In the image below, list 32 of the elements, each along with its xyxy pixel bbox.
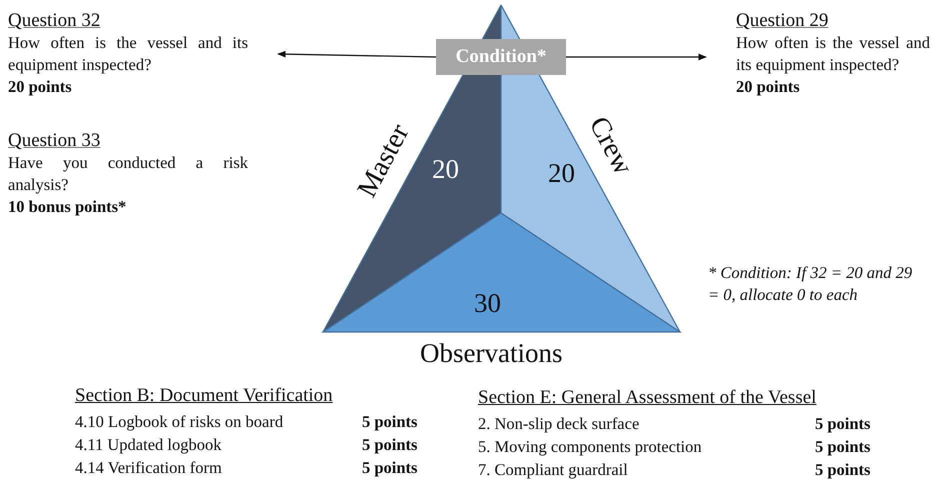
question-text: How often is the vessel and its equipment inspected? [736,32,930,76]
score-number: 20 [432,154,459,185]
footnote-text: * Condition: If 32 = 20 and 29 = 0, allocate 0 to each [708,262,914,306]
question-text: Have you conducted a risk analysis? [8,152,248,196]
points-text: 5 points [815,460,870,480]
question-heading: Question 32 [8,10,102,32]
points-text: 10 bonus points* [8,196,128,218]
item-text: 5. Moving components protection [478,437,702,457]
side-label: Crew [582,112,639,180]
item-text: 4.11 Updated logbook [75,435,222,455]
question-heading: Question 29 [736,10,830,32]
condition-box: Condition* [436,39,566,75]
points-text: 20 points [736,76,801,98]
score-number: 30 [474,288,501,319]
score-number: 20 [548,158,575,189]
points-text: 5 points [362,412,418,432]
side-label: Observations [420,338,562,369]
item-text: 2. Non-slip deck surface [478,414,640,434]
item-text: 4.14 Verification form [75,458,222,478]
points-text: 20 points [8,76,73,98]
arrow [277,50,436,58]
points-text: 5 points [815,414,870,434]
section-heading: Section E: General Assessment of the Vessel [478,388,816,408]
points-text: 5 points [362,435,418,455]
item-text: 4.10 Logbook of risks on board [75,412,284,432]
section-heading: Section B: Document Verification [75,386,333,406]
question-text: How often is the vessel and its equipment inspected? [8,32,248,76]
points-text: 5 points [362,458,418,478]
points-text: 5 points [815,437,870,457]
item-text: 7. Compliant guardrail [478,460,628,480]
question-heading: Question 33 [8,130,102,152]
arrow [566,54,707,60]
